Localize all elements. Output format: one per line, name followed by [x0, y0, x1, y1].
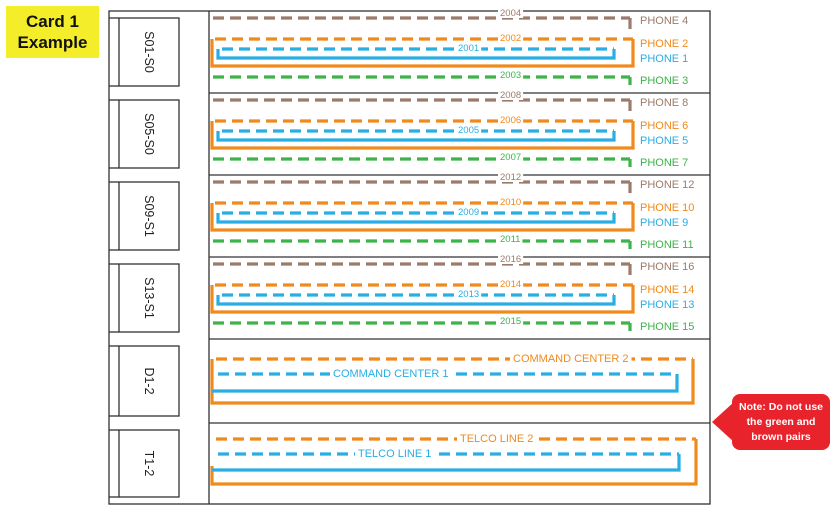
brown-extension: 2008	[500, 90, 521, 101]
label-backing	[498, 255, 524, 264]
label-backing	[456, 208, 482, 217]
green-phone-label: PHONE 3	[640, 75, 688, 87]
orange-pair-solid	[210, 439, 698, 486]
blue-extension: 2001	[458, 43, 479, 54]
green-extension: 2007	[500, 152, 521, 163]
blue-extension: 2013	[458, 289, 479, 300]
orange-pair-solid	[210, 121, 635, 150]
orange-phone-label: PHONE 10	[640, 202, 694, 214]
brown-extension: 2012	[500, 172, 521, 183]
row-separators	[209, 92, 710, 424]
brown-extension: 2004	[500, 8, 521, 19]
label-backing	[510, 353, 632, 365]
label-backing	[456, 126, 482, 135]
brown-phone-label: PHONE 4	[640, 15, 688, 27]
label-backing	[498, 317, 524, 326]
label-backing	[498, 71, 524, 80]
card-label: Card 1 Example	[6, 6, 99, 58]
orange-extension: 2014	[500, 279, 521, 290]
connector-box	[118, 17, 180, 87]
note-line1: Note: Do not use	[739, 400, 823, 413]
orange-pair-solid	[210, 359, 695, 405]
card-label-line2: Example	[17, 33, 88, 52]
label-backing	[457, 433, 537, 445]
brown-extension: 2016	[500, 254, 521, 265]
connector-label: S13-S1	[142, 277, 156, 319]
brown-phone-label: PHONE 8	[640, 97, 688, 109]
blue-phone-label: PHONE 9	[640, 217, 688, 229]
label-backing	[498, 153, 524, 162]
telco-line-2-label: TELCO LINE 2	[460, 433, 533, 445]
connector-label: S05-S0	[142, 113, 156, 155]
label-backing	[498, 235, 523, 244]
orange-pair-solid	[210, 285, 635, 314]
note-line3: brown pairs	[751, 430, 811, 443]
telco-line-1-label: TELCO LINE 1	[358, 448, 431, 460]
connector-label: S09-S1	[142, 195, 156, 237]
label-backing	[498, 280, 524, 289]
blue-pair-solid	[212, 454, 681, 472]
connector-label: D1-2	[142, 367, 156, 394]
card-label-line1: Card 1	[26, 12, 79, 31]
label-backing	[498, 34, 524, 43]
green-extension: 2011	[500, 234, 520, 245]
label-backing	[456, 290, 482, 299]
orange-extension: 2002	[500, 33, 521, 44]
label-backing	[456, 44, 482, 53]
green-extension: 2015	[500, 316, 521, 327]
blue-extension: 2005	[458, 125, 479, 136]
orange-phone-label: PHONE 2	[640, 38, 688, 50]
blue-pair-solid	[216, 213, 616, 224]
label-backing	[498, 9, 524, 18]
blue-pair-solid	[216, 295, 616, 306]
orange-extension: 2010	[500, 197, 521, 208]
blue-pair-solid	[216, 131, 616, 142]
connector-label: T1-2	[142, 451, 156, 477]
connector-box	[118, 345, 180, 417]
blue-pair-solid	[216, 49, 616, 60]
green-extension: 2003	[500, 70, 521, 81]
green-phone-label: PHONE 7	[640, 157, 688, 169]
label-backing	[498, 173, 524, 182]
connector-box	[118, 263, 180, 333]
orange-phone-label: PHONE 6	[640, 120, 688, 132]
blue-phone-label: PHONE 5	[640, 135, 688, 147]
green-phone-label: PHONE 11	[640, 239, 694, 251]
note-callout: Note: Do not use the green and brown pai…	[732, 394, 830, 450]
brown-phone-label: PHONE 16	[640, 261, 694, 273]
blue-phone-label: PHONE 13	[640, 299, 694, 311]
connector-box	[118, 181, 180, 251]
connector-box	[118, 99, 180, 169]
command-center-2-label: COMMAND CENTER 2	[513, 353, 629, 365]
blue-phone-label: PHONE 1	[640, 53, 688, 65]
label-backing	[498, 116, 524, 125]
label-backing	[498, 91, 524, 100]
connector-label: S01-S0	[142, 31, 156, 73]
label-backing	[498, 198, 524, 207]
note-line2: the green and	[746, 415, 816, 428]
orange-phone-label: PHONE 14	[640, 284, 694, 296]
orange-extension: 2006	[500, 115, 521, 126]
connector-box	[118, 429, 180, 498]
blue-extension: 2009	[458, 207, 479, 218]
label-backing	[330, 368, 452, 380]
note-pointer	[712, 402, 734, 442]
orange-pair-solid	[210, 203, 635, 232]
green-phone-label: PHONE 15	[640, 321, 694, 333]
label-backing	[355, 448, 435, 460]
command-center-1-label: COMMAND CENTER 1	[333, 368, 449, 380]
blue-pair-solid	[212, 374, 679, 393]
orange-pair-solid	[210, 39, 635, 68]
brown-phone-label: PHONE 12	[640, 179, 694, 191]
